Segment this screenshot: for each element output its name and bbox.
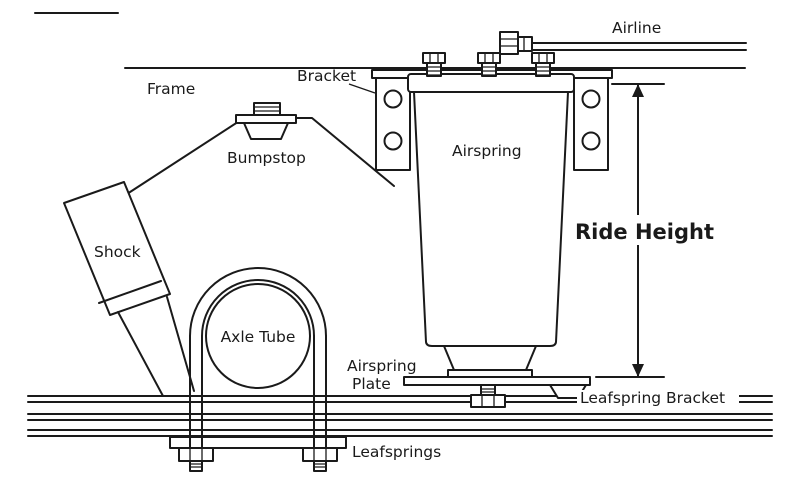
ubolt-outer-arc (189, 267, 327, 337)
bumpstop-assembly (235, 102, 297, 140)
plate-stud-threads (481, 388, 495, 393)
stud-nut (422, 52, 446, 64)
right-nut (302, 447, 338, 462)
stud (481, 62, 497, 77)
label-shock: Shock (94, 243, 141, 261)
airline-pipe (531, 42, 747, 51)
label-airline: Airline (612, 19, 661, 37)
airspring-assembly (407, 73, 575, 379)
arrow-up-icon (632, 84, 644, 97)
shock-absorber (63, 181, 195, 397)
airspring-body-shape (413, 91, 569, 347)
plate-stud (480, 384, 496, 396)
u-bolt (189, 267, 327, 449)
plate-nut-facets (481, 395, 495, 407)
bumpstop-pad-shape (243, 122, 289, 140)
label-airspring-plate-line1: Airspring (347, 357, 417, 375)
shock-lower-mount-lines (117, 296, 195, 397)
airspring-top-fittings (422, 31, 555, 77)
stud-nut (531, 52, 555, 64)
leafsprings-label-mask (348, 443, 452, 460)
stud-threads (482, 66, 496, 76)
plate-nut (470, 394, 506, 408)
diagram-labels: Airline Frame Bracket Bumpstop Airspring… (94, 19, 739, 461)
bracket-bolt-hole (383, 89, 403, 109)
stud-nut-facets (429, 53, 439, 63)
bumpstop-stud (253, 102, 281, 116)
airline-elbow-fitting (499, 31, 519, 55)
shock-body-shape (63, 181, 171, 316)
bracket-bolt-hole (581, 89, 601, 109)
label-airspring-plate-line2: Plate (352, 375, 391, 393)
label-bracket: Bracket (297, 67, 356, 85)
ubolt-inner-arc (201, 279, 315, 337)
label-leafspring-bracket: Leafspring Bracket (580, 389, 725, 407)
bumpstop-plate (235, 114, 297, 124)
right-stud-threads (314, 463, 326, 468)
elbow-facets (500, 38, 518, 47)
ubolt-nuts (178, 447, 338, 472)
airspring-pedestal (443, 345, 537, 371)
left-nut (178, 447, 214, 462)
airspring-plate-shape (403, 376, 591, 386)
label-frame: Frame (147, 80, 195, 98)
bracket-bolt-hole (383, 131, 403, 151)
right-nut-facets (313, 448, 327, 461)
bracket-bolt-hole (581, 131, 601, 151)
airline-elbow-nut (517, 36, 533, 52)
axle-tube-shape (205, 283, 311, 389)
arrow-down-icon (632, 364, 644, 377)
stud-nut-facets (538, 53, 548, 63)
label-bumpstop: Bumpstop (227, 149, 306, 167)
stud (426, 62, 442, 77)
label-airspring: Airspring (452, 142, 522, 160)
stud-nut (477, 52, 501, 64)
leafsprings-stack (27, 395, 773, 437)
bracket-leader-line (348, 83, 376, 94)
leafspring-lines (27, 395, 773, 437)
left-stud-tip (189, 460, 203, 472)
right-stud-tip (313, 460, 327, 472)
leafspring-bracket-label-mask (577, 390, 739, 405)
stud-threads (427, 66, 441, 76)
ubolt-plate (169, 436, 347, 449)
stud-threads (536, 66, 550, 76)
airspring-plate-assembly (403, 376, 591, 408)
bumpstop-stud-threads (254, 106, 280, 112)
stud (535, 62, 551, 77)
label-leafsprings: Leafsprings (352, 443, 441, 461)
left-stud-threads (190, 463, 202, 468)
left-nut-facets (189, 448, 203, 461)
label-axle-tube: Axle Tube (221, 328, 296, 346)
stud-nut-facets (484, 53, 494, 63)
airspring-bracket (371, 69, 613, 171)
ubolt-legs (189, 335, 327, 449)
shock-divider-line (98, 280, 162, 304)
airline-lines (531, 42, 747, 51)
ride-height-label-mask (570, 215, 712, 245)
label-ride-height: Ride Height (575, 220, 714, 244)
